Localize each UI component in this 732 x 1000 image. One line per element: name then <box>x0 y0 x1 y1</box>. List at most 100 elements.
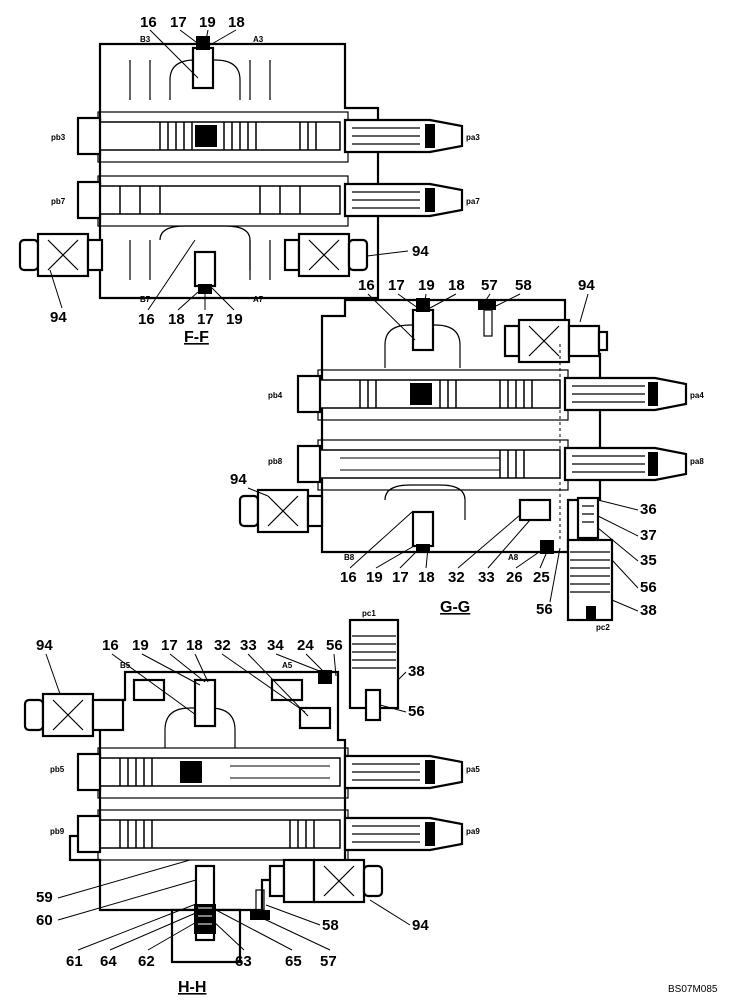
gg-solenoid-top-right <box>503 318 609 364</box>
ff-port-pa7: pa7 <box>466 197 480 206</box>
ff-callout-18-top: 18 <box>228 14 245 31</box>
ff-callout-19-top: 19 <box>199 14 216 31</box>
gg-callout-17-bottom: 17 <box>392 569 409 586</box>
gg-callout-18-top: 18 <box>448 277 465 294</box>
gg-callout-36: 36 <box>640 501 657 518</box>
gg-port-a8: A8 <box>508 553 519 562</box>
ff-solenoid-left <box>18 232 104 278</box>
gg-plug-25 <box>540 540 554 554</box>
gg-spring-housing-upper <box>563 376 688 412</box>
hh-leaders-top <box>45 653 337 717</box>
hh-port-pc1: pc1 <box>362 609 376 618</box>
gg-callout-35: 35 <box>640 552 657 569</box>
ff-callout-16-bottom: 16 <box>138 311 155 328</box>
ff-port-pa3: pa3 <box>466 133 480 142</box>
gg-callout-16-bottom: 16 <box>340 569 357 586</box>
gg-leaders-bottom <box>349 511 547 569</box>
ff-callout-17-bottom: 17 <box>197 311 214 328</box>
gg-callout-57-top: 57 <box>481 277 498 294</box>
ff-callout-16-top: 16 <box>140 14 157 31</box>
gg-callout-94-top: 94 <box>578 277 595 294</box>
gg-spool-4 <box>319 379 561 409</box>
hh-callout-33-top: 33 <box>240 637 257 654</box>
ff-callout-94-left: 94 <box>50 309 67 326</box>
hh-callout-58-right: 58 <box>322 917 339 934</box>
ff-chambers <box>129 60 271 280</box>
ff-leaders-bottom <box>147 239 235 311</box>
ff-spool-7 <box>99 185 341 215</box>
hh-callout-65: 65 <box>285 953 302 970</box>
hh-callout-61: 61 <box>66 953 83 970</box>
hh-pilot-cap-upper <box>76 752 102 792</box>
gg-callout-56-right: 56 <box>640 579 657 596</box>
ff-spring-housing-lower <box>343 182 464 218</box>
gg-spool-8 <box>319 449 561 479</box>
ff-pilot-cap-left-lower <box>76 180 102 220</box>
gg-port-pb8: pb8 <box>268 457 283 466</box>
hh-pilot-cap-lower <box>76 814 102 854</box>
gg-callout-56-left: 56 <box>536 601 553 618</box>
ff-callout-94-right: 94 <box>412 243 429 260</box>
hh-port-pa5: pa5 <box>466 765 480 774</box>
hh-port-b5: B5 <box>120 661 131 670</box>
ff-section-title: F-F <box>184 329 209 346</box>
hh-leaders-bottom <box>77 903 331 951</box>
gg-solenoid-left <box>238 488 324 534</box>
hh-port-pa9: pa9 <box>466 827 480 836</box>
gg-callout-33-bottom: 33 <box>478 569 495 586</box>
gg-leader-94-left <box>247 487 269 497</box>
hh-port-pb9: pb9 <box>50 827 65 836</box>
hh-valve-body <box>68 670 347 912</box>
ff-callout-17-top: 17 <box>170 14 187 31</box>
gg-leaders-right <box>549 499 639 612</box>
hh-callout-38: 38 <box>408 663 425 680</box>
gg-callout-25-bottom: 25 <box>533 569 550 586</box>
hh-port-a5: A5 <box>282 661 293 670</box>
ff-port-a7: A7 <box>253 295 264 304</box>
hh-leaders-right-top <box>379 671 407 713</box>
hh-callout-56-top: 56 <box>326 637 343 654</box>
section-gg: pb4 pa4 pb8 pa8 B8 A8 pc2 16 17 19 18 57… <box>230 277 704 632</box>
hh-plug-57-58 <box>250 889 270 920</box>
hh-solenoid-top-left <box>23 692 125 738</box>
gg-callout-58-top: 58 <box>515 277 532 294</box>
gg-port-pa8: pa8 <box>690 457 704 466</box>
hh-check-valve-bottom <box>194 864 216 942</box>
gg-callout-26-bottom: 26 <box>506 569 523 586</box>
ff-callout-19-bottom: 19 <box>226 311 243 328</box>
gg-relief-valve <box>518 496 614 622</box>
hh-callout-57-bottom: 57 <box>320 953 337 970</box>
section-hh: B5 A5 pb5 pa5 pb9 pa9 pc1 94 16 19 17 18… <box>23 609 480 996</box>
gg-callout-38: 38 <box>640 602 657 619</box>
gg-callout-19-bottom: 19 <box>366 569 383 586</box>
gg-section-title: G-G <box>440 599 470 616</box>
gg-leaders-top <box>367 293 589 341</box>
ff-solenoid-right <box>283 232 369 278</box>
hh-callout-56-right: 56 <box>408 703 425 720</box>
hh-callout-94-top: 94 <box>36 637 53 654</box>
hh-spring-housing-lower <box>343 816 464 852</box>
hh-port-pb5: pb5 <box>50 765 65 774</box>
ff-leader-94-left <box>49 269 63 309</box>
gg-callout-94-left: 94 <box>230 471 247 488</box>
drawing-code: BS07M085 <box>668 984 718 995</box>
hh-spool-9 <box>99 819 341 849</box>
gg-callout-19-top: 19 <box>418 277 435 294</box>
gg-pilot-cap-upper <box>296 374 322 414</box>
ff-port-a3: A3 <box>253 35 264 44</box>
ff-leader-94-right <box>366 250 409 257</box>
hh-callout-16-top: 16 <box>102 637 119 654</box>
hh-callout-17-top: 17 <box>161 637 178 654</box>
hh-callout-59: 59 <box>36 889 53 906</box>
hh-callout-18-top: 18 <box>186 637 203 654</box>
ff-leaders-top <box>149 29 237 79</box>
hh-callout-19-top: 19 <box>132 637 149 654</box>
ff-port-pb7: pb7 <box>51 197 66 206</box>
gg-spring-housing-lower <box>563 446 688 482</box>
hh-leaders-right-bottom <box>265 899 411 926</box>
hh-callout-60: 60 <box>36 912 53 929</box>
gg-port-pa4: pa4 <box>690 391 704 400</box>
gg-callout-37: 37 <box>640 527 657 544</box>
gg-plug-57-58 <box>478 300 496 337</box>
